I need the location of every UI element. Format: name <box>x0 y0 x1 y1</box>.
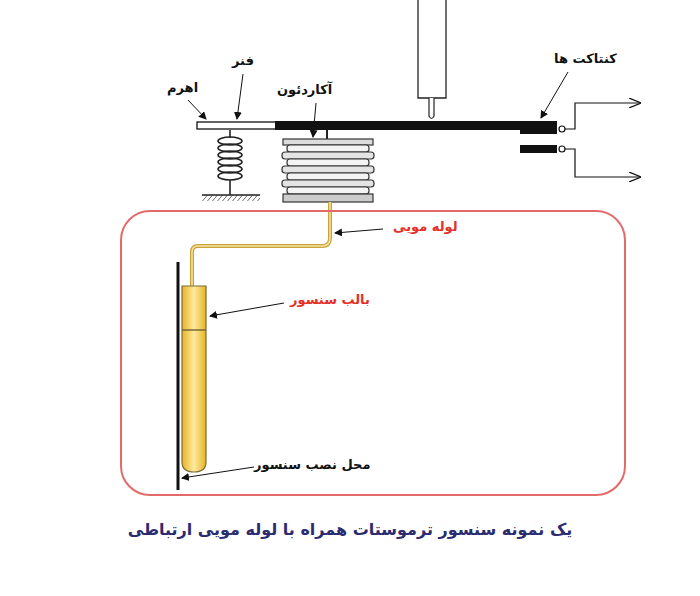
bellows-label: آکاردئون <box>277 82 332 99</box>
caption: یک نمونه سنسور ترموستات همراه با لوله مو… <box>0 520 700 539</box>
terminal <box>559 146 565 152</box>
spring <box>218 130 242 195</box>
ground <box>202 195 260 201</box>
leaders <box>182 72 568 478</box>
sensor-mount <box>177 262 180 490</box>
contact-lower <box>520 145 557 153</box>
wire <box>565 103 640 129</box>
mount-label: محل نصب سنسور <box>254 457 370 474</box>
capillary-tube <box>192 202 330 286</box>
lever <box>275 121 557 130</box>
lever-label: اهرم <box>167 80 198 97</box>
bellows <box>282 139 374 202</box>
lever-end <box>197 122 277 129</box>
tube-label: لوله مویی <box>393 219 458 236</box>
wire <box>565 149 640 177</box>
sensor-bulb <box>182 286 206 472</box>
capillary-tube-core <box>192 202 330 286</box>
ground-line <box>202 194 260 195</box>
contact-upper <box>520 121 557 134</box>
sensor-region: لوله مویی بالب سنسور محل نصب سنسور <box>120 210 626 496</box>
pin <box>429 98 434 119</box>
fixture <box>418 0 446 98</box>
contacts-label: کنتاکت ها <box>554 51 617 68</box>
terminal <box>559 126 565 132</box>
bulb-label: بالب سنسور <box>290 292 370 309</box>
spring-label: فنر <box>232 53 254 70</box>
bulb-band <box>182 329 206 331</box>
